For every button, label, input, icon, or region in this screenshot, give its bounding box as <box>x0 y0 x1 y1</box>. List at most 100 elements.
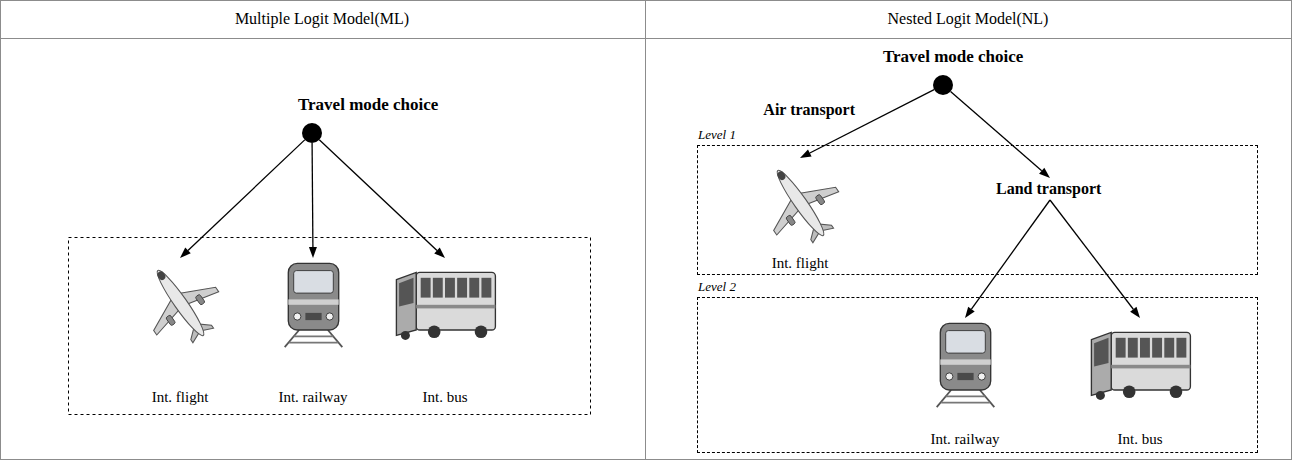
connector-arrow <box>319 140 445 258</box>
mode-label: Land transport <box>996 179 1104 199</box>
airplane-icon <box>753 158 848 248</box>
bus-front <box>396 272 416 335</box>
column-header: Multiple Logit Model(ML) <box>235 9 409 29</box>
airplane-group <box>753 158 848 248</box>
train-light <box>293 313 300 320</box>
bus-side <box>416 272 495 330</box>
bus-window <box>445 278 455 298</box>
mode-label: Int. bus <box>423 388 468 406</box>
airplane-group <box>133 258 228 348</box>
bus-window <box>1164 338 1174 358</box>
train-stripe <box>288 299 338 304</box>
bus-windshield <box>1094 338 1108 367</box>
mode-node: Int. bus <box>390 258 500 406</box>
train-windshield <box>945 331 985 354</box>
column-divider <box>645 0 646 460</box>
header-cell: Nested Logit Model(NL) <box>888 9 1049 29</box>
arrow-head <box>965 307 975 318</box>
arrow-head <box>800 149 812 158</box>
airplane-icon <box>133 258 228 348</box>
bus-window <box>1140 338 1150 358</box>
arrow-head <box>1130 307 1140 318</box>
bus-window <box>1128 338 1138 358</box>
rail <box>327 330 341 347</box>
airplane-engine <box>165 315 175 326</box>
mode-node: Int. flight <box>745 158 855 272</box>
bus-wheel <box>1096 391 1105 400</box>
train-grille <box>957 373 973 380</box>
bus-icon <box>390 258 500 348</box>
edge-label: Air transport <box>761 100 857 120</box>
level-box: Level 1Int. flightLand transport <box>697 145 1258 275</box>
airplane-fuselage <box>772 167 828 239</box>
level-box: Level 2Int. railwayInt. bus <box>697 297 1258 453</box>
bus-wheel <box>1170 386 1183 399</box>
bus-stripe <box>1111 365 1190 369</box>
airplane-engine <box>195 294 205 305</box>
mode-node: Int. flight <box>125 258 235 406</box>
airplane-engine <box>785 215 795 226</box>
rail-tie <box>289 342 338 344</box>
bus-window <box>433 278 443 298</box>
choice-root-dot: Travel mode choice <box>302 123 322 143</box>
choice-title: Travel mode choice <box>298 95 438 115</box>
connector-arrow <box>1050 200 1140 318</box>
airplane-engine <box>815 194 825 205</box>
connector-arrow <box>309 143 317 258</box>
connector-line <box>1050 200 1133 309</box>
train-light <box>945 373 952 380</box>
train-light <box>978 373 985 380</box>
mode-node: Int. bus <box>1085 318 1195 448</box>
bus-window <box>457 278 467 298</box>
connector-line <box>319 140 437 251</box>
bus-window <box>481 278 491 298</box>
choice-set-box <box>69 238 591 415</box>
mode-label: Int. flight <box>152 388 209 406</box>
bus-side <box>1111 332 1190 390</box>
connector-line <box>951 92 1042 171</box>
rail-tie <box>945 395 985 397</box>
airplane-fuselage <box>152 267 208 339</box>
train-body <box>940 323 990 390</box>
rail <box>936 390 950 407</box>
choice-root-dot: Travel mode choice <box>933 75 953 95</box>
level-label: Level 2 <box>698 279 736 295</box>
bus-wheel <box>401 331 410 340</box>
mode-label: Int. flight <box>772 254 829 272</box>
train-icon <box>918 318 1013 408</box>
connector-line <box>188 140 305 251</box>
bus-front <box>1091 332 1111 395</box>
connector-arrow <box>951 92 1050 178</box>
mode-node: Int. railway <box>258 258 368 406</box>
bus-window <box>421 278 431 298</box>
level-label: Level 1 <box>698 127 736 143</box>
rail-tie <box>293 335 333 337</box>
train-body <box>288 263 338 330</box>
column-header: Nested Logit Model(NL) <box>888 9 1049 29</box>
train-light <box>326 313 333 320</box>
mode-label: Int. bus <box>1118 430 1163 448</box>
bus-window <box>1152 338 1162 358</box>
train-icon <box>266 258 361 348</box>
bus-wheel <box>475 326 488 339</box>
connector-line <box>311 143 313 247</box>
train-stripe <box>940 359 990 364</box>
rail-tie <box>941 402 990 404</box>
bus-wheel <box>1123 386 1136 399</box>
airplane-cockpit <box>775 170 786 182</box>
choice-title: Travel mode choice <box>883 47 1023 67</box>
bus-window <box>1176 338 1186 358</box>
connector-line <box>971 200 1050 309</box>
mode-node: Int. railway <box>910 318 1020 448</box>
edge-label-box: Air transport <box>761 100 857 120</box>
bus-wheel <box>428 326 441 339</box>
rail <box>284 330 298 347</box>
airplane-cockpit <box>155 270 166 282</box>
header-cell: Multiple Logit Model(ML) <box>235 9 409 29</box>
bus-stripe <box>416 305 495 309</box>
train-grille <box>305 313 321 320</box>
nest-node: Land transport <box>993 178 1107 200</box>
bus-window <box>1116 338 1126 358</box>
